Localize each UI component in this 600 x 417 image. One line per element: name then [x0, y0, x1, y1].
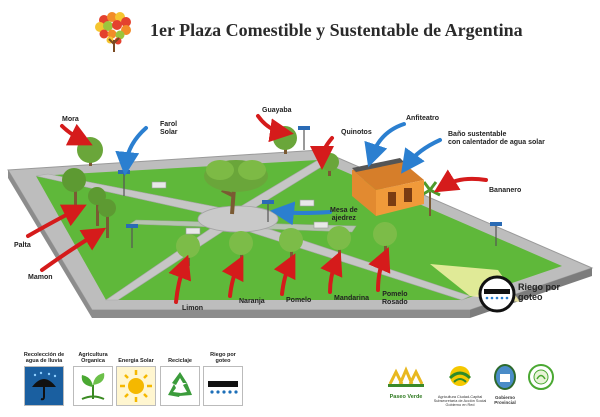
- arrow-anfiteatro: [364, 122, 406, 168]
- plaza-diagram: [7, 114, 594, 318]
- label-limon: Limon: [182, 305, 203, 312]
- benches: [151, 181, 329, 235]
- legend-recycling-label: Reciclaje: [168, 358, 192, 364]
- label-mandarina: Mandarina: [334, 295, 370, 302]
- label-mesa-ajedrez: Mesa de ajedrez: [330, 207, 358, 222]
- arrow-mamon: [40, 227, 107, 272]
- label-naranja: Naranja: [239, 298, 265, 305]
- arrow-limon: [168, 254, 192, 304]
- legend-solar-label: Energia Solar: [118, 358, 154, 364]
- legend-organic: Agricultura Organica: [71, 350, 115, 406]
- label-pomelo-rosado: Pomelo Rosado: [382, 291, 408, 306]
- label-pomelo: Pomelo: [286, 297, 312, 304]
- label-mora: Mora: [62, 116, 79, 123]
- label-guayaba: Guayaba: [262, 107, 292, 114]
- arrow-quinotos: [310, 136, 335, 170]
- arrow-bano: [401, 138, 442, 174]
- legend-solar: Energia Solar: [114, 350, 158, 406]
- label-quinotos: Quinotos: [341, 129, 372, 136]
- sun-icon: [116, 366, 156, 406]
- arrow-farol: [115, 126, 148, 176]
- arrow-mora: [60, 123, 93, 146]
- arrow-palta: [26, 204, 87, 238]
- label-anfiteatro: Anfiteatro: [406, 115, 440, 122]
- legend-rainwater-label: Recolección de agua de lluvia: [23, 352, 65, 364]
- arrow-guayaba: [256, 114, 294, 143]
- arrow-pomelo: [273, 253, 296, 296]
- page-title: 1er Plaza Comestible y Sustentable de Ar…: [150, 20, 523, 40]
- legend-organic-label: Agricultura Organica: [78, 352, 108, 364]
- round-seal-logo: [528, 364, 554, 395]
- recycle-icon: [160, 366, 200, 406]
- arrow-bananero: [433, 169, 488, 193]
- label-riego-por-goteo: Riego por goteo: [518, 282, 560, 302]
- legend-drip: Riego por goteo: [201, 350, 245, 406]
- umbrella-rain-icon: [24, 366, 64, 406]
- gobierno-provincial-logo: Gobierno Provincial: [490, 364, 525, 405]
- legend-rainwater: Recolección de agua de lluvia: [22, 350, 66, 406]
- label-palta: Palta: [14, 242, 31, 249]
- drip-irrigation-legend-icon: [203, 366, 243, 406]
- label-mamon: Mamon: [28, 274, 53, 281]
- arrow-pomelo-rosado: [368, 246, 391, 292]
- label-bano-sustentable: Baño sustentable con calentador de agua …: [448, 131, 545, 146]
- arrow-mandarina: [320, 250, 343, 294]
- label-farol-solar: Farol Solar: [160, 121, 178, 136]
- arrow-mesa: [270, 201, 332, 226]
- leaves-icon: [73, 366, 113, 406]
- central-circle: [197, 205, 279, 233]
- paseo-verde-logo: Paseo Verde: [386, 364, 426, 400]
- label-bananero: Bananero: [489, 187, 522, 194]
- legend-recycling: Reciclaje: [158, 350, 202, 406]
- heart-tree-logo: [95, 12, 131, 52]
- arrow-naranja: [221, 255, 244, 298]
- central-tree: [204, 160, 268, 215]
- legend-drip-label: Riego por goteo: [210, 352, 236, 364]
- agricultura-logo: Agricultura Ciudad-Capital Subsecretaría…: [434, 364, 490, 408]
